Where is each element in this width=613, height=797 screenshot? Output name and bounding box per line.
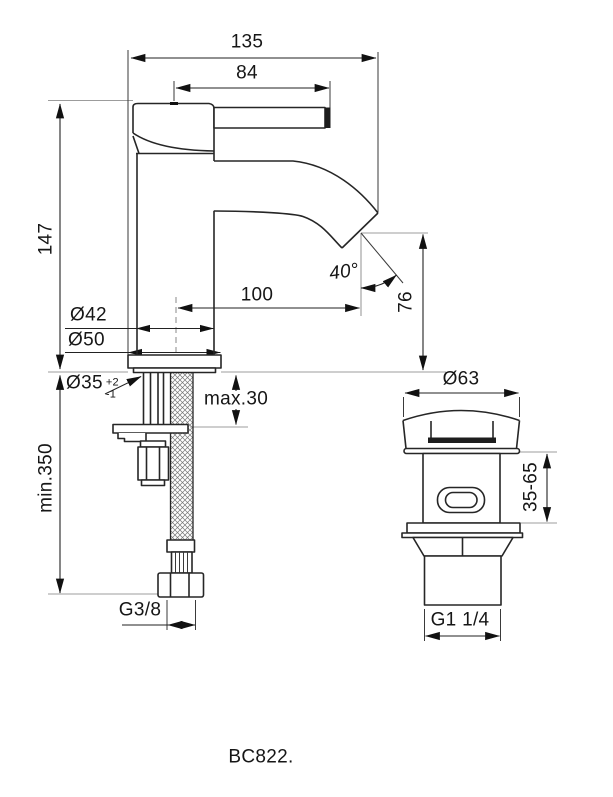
hole-tolerance-plus: +2 [105,376,119,389]
waste-thread-tail [423,555,502,606]
dim-body-diameter-label: Ø42 [70,304,107,326]
hose-end-fitting [157,539,205,598]
dim-base-diameter-label: Ø50 [68,329,105,351]
base-plate [127,354,222,369]
mixer-outline [127,102,379,374]
hole-diameter-value: Ø35 [66,372,103,394]
hole-tolerance: +2-1 [106,377,119,400]
waste-cap [402,409,520,422]
dim-clamp-range-label: 35-65 [520,461,542,513]
dim-max-deck-label: max.30 [204,388,269,410]
dim-spout-height-label: 76 [395,291,417,313]
dim-total-width-label: 135 [230,31,264,53]
dim-spout-reach-label: 100 [240,284,274,306]
model-number: BC822. [228,746,294,768]
thread-supply-label: G3/8 [118,599,162,621]
dim-height-label: 147 [35,222,57,256]
handle-lever [213,106,331,129]
thread-waste-label: G1 1/4 [430,609,490,631]
dim-lever-reach-label: 84 [236,62,258,84]
spout [213,160,379,249]
handle-housing [132,102,215,151]
dim-min-hose-label: min.350 [35,443,57,513]
waste-fitting [401,409,524,606]
dimension-lines [55,53,552,641]
dim-spout-angle-label: 40° [327,259,361,285]
hole-tolerance-minus: -1 [105,388,117,400]
dim-cap-diameter-label: Ø63 [442,368,480,390]
dim-hole-diameter-label: Ø35+2-1 [66,373,119,400]
mounting-clamp [112,423,189,487]
